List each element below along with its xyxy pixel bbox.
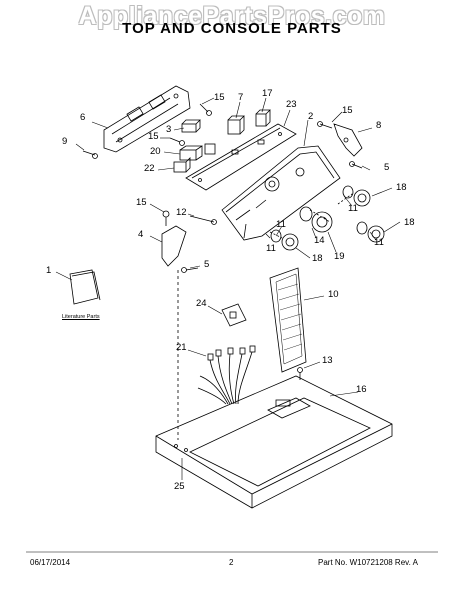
literature-part-1 (69, 269, 101, 305)
callout-11c: 11 (266, 243, 276, 254)
component-part-3 (181, 119, 201, 133)
leader-lines (55, 97, 401, 480)
component-part-7 (227, 115, 245, 135)
callout-2: 2 (308, 111, 314, 122)
callout-18b: 18 (404, 217, 415, 228)
callout-4: 4 (138, 229, 144, 240)
callout-15d: 15 (136, 197, 147, 208)
component-part-22 (173, 157, 191, 173)
control-board-part-23 (185, 123, 297, 191)
callout-6: 6 (80, 112, 86, 123)
screw-part-13 (297, 367, 303, 380)
screw-part-5b (181, 267, 199, 273)
callout-15c: 15 (342, 105, 353, 116)
callout-18a: 18 (396, 182, 407, 193)
callout-16: 16 (356, 384, 367, 395)
watermark: AppliancePartsPros.com (78, 2, 386, 30)
callout-18c: 18 (312, 253, 323, 264)
screw-part-5a (349, 161, 363, 169)
callout-14: 14 (314, 235, 325, 246)
callout-19: 19 (334, 251, 345, 262)
bracket-part-24 (221, 303, 247, 327)
console-front-part-2 (221, 145, 341, 241)
footer-date: 06/17/2014 (30, 558, 71, 567)
literature-parts-label: Literature Parts (62, 314, 100, 320)
callout-24: 24 (196, 298, 207, 309)
component-part-20 (179, 143, 216, 161)
callout-12: 12 (176, 207, 187, 218)
callout-22: 22 (144, 163, 155, 174)
console-back-part-6 (103, 85, 191, 153)
top-panel-part-16 (155, 375, 393, 509)
page-title: TOP AND CONSOLE PARTS (122, 20, 342, 37)
callout-21: 21 (176, 342, 187, 353)
screw-part-9 (82, 150, 98, 159)
screw-part-15d (162, 210, 170, 226)
component-part-17 (255, 109, 271, 127)
component-part-8 (333, 123, 363, 157)
callout-13: 13 (322, 355, 333, 366)
footer-page: 2 (229, 558, 234, 567)
callout-10: 10 (328, 289, 339, 300)
knob-part-18b (356, 221, 385, 243)
callout-15a: 15 (214, 92, 225, 103)
lint-screen-part-10 (269, 267, 307, 373)
callout-11d: 11 (374, 237, 384, 248)
callout-20: 20 (150, 146, 161, 157)
screw-part-12 (189, 215, 217, 225)
knob-part-19 (299, 206, 333, 233)
wire-harness-part-21 (197, 345, 256, 405)
callout-15b: 15 (148, 131, 159, 142)
callout-9: 9 (62, 136, 68, 147)
callout-11b: 11 (276, 219, 286, 230)
knob-part-18c (270, 229, 299, 251)
callout-1: 1 (46, 265, 52, 276)
hinge-part-25 (174, 444, 188, 452)
knob-part-18a (342, 185, 371, 207)
callout-25: 25 (174, 481, 185, 492)
screw-part-15b (169, 137, 185, 146)
callout-17: 17 (262, 88, 273, 99)
callout-5b: 5 (204, 259, 210, 270)
end-cap-part-4 (161, 225, 187, 267)
screw-part-15c (317, 121, 333, 129)
callout-8: 8 (376, 120, 382, 131)
callout-7: 7 (238, 92, 244, 103)
screw-part-15a (199, 103, 212, 116)
callout-3: 3 (166, 124, 172, 135)
footer-part-number: Part No. W10721208 Rev. A (318, 558, 418, 567)
callout-11a: 11 (348, 203, 358, 214)
callout-23: 23 (286, 99, 297, 110)
callout-5a: 5 (384, 162, 390, 173)
